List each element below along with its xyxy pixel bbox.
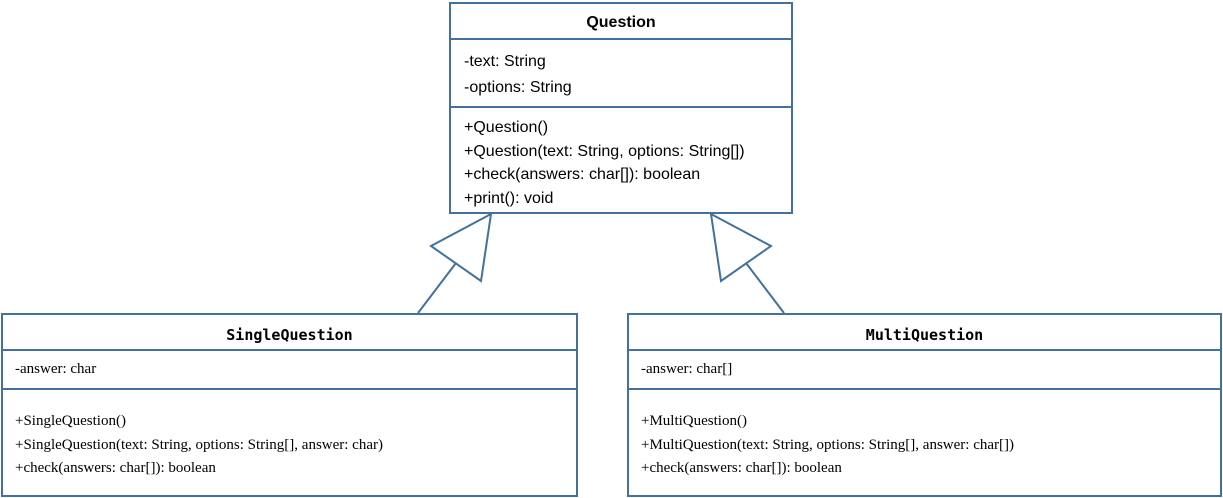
generalization-line-single [417,262,457,314]
class-name: SingleQuestion [226,326,353,344]
attributes-section: -answer: char[] [629,349,1220,388]
class-name: Question [586,14,656,31]
operation: +SingleQuestion() [15,413,126,429]
operation: +check(answers: char[]): boolean [15,460,216,476]
attribute: -text: String [464,53,546,70]
operations-section: +Question() +Question(text: String, opti… [451,106,791,210]
attributes-section: -text: String -options: String [451,38,791,106]
attribute: -answer: char [15,361,97,377]
operations-section: +MultiQuestion() +MultiQuestion(text: St… [629,388,1220,481]
operations-section: +SingleQuestion() +SingleQuestion(text: … [3,388,576,481]
class-name: MultiQuestion [865,326,984,344]
class-single-question[interactable]: SingleQuestion -answer: char +SingleQues… [1,313,578,497]
class-multi-question[interactable]: MultiQuestion -answer: char[] +MultiQues… [627,313,1222,497]
operation: +MultiQuestion() [641,413,747,429]
class-question[interactable]: Question -text: String -options: String … [449,2,793,214]
operation: +print(): void [464,189,554,207]
generalization-arrowhead-single [429,212,493,283]
operation: +Question() [464,119,549,136]
operation: +check(answers: char[]): boolean [464,166,701,183]
generalization-line-multi [745,262,785,314]
attribute: -options: String [464,79,572,96]
operation: +Question(text: String, options: String[… [464,142,745,160]
operation: +MultiQuestion(text: String, options: St… [641,436,1014,453]
operation: +SingleQuestion(text: String, options: S… [15,436,383,453]
attributes-section: -answer: char [3,349,576,388]
generalization-arrowhead-multi [709,212,773,283]
operation: +check(answers: char[]): boolean [641,460,842,476]
attribute: -answer: char[] [641,361,733,377]
